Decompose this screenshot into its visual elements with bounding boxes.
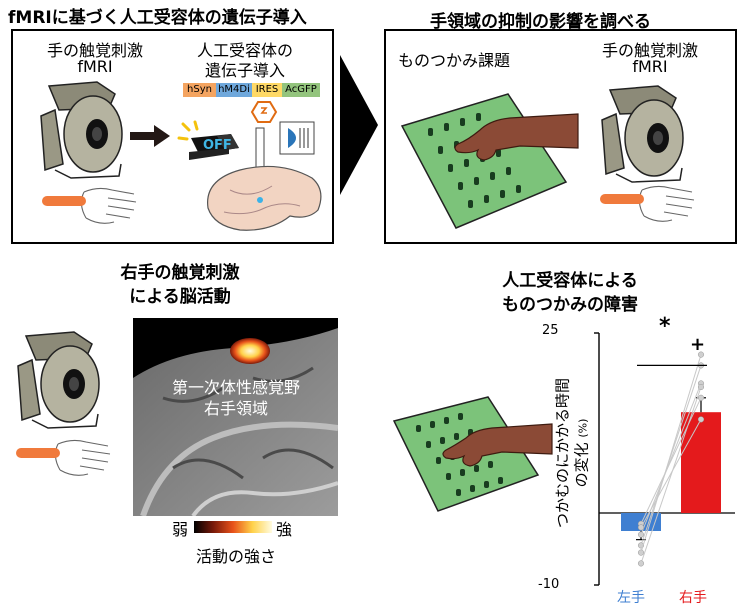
stim-b-label-line2: fMRI [632,57,668,76]
point-right-2 [697,394,705,401]
point-left-1 [637,531,645,538]
point-left-4 [637,560,645,567]
gene-ires: IRES [252,83,282,97]
y-tick-top: 25 [542,323,559,338]
brain-mri-slice-image [133,318,338,516]
mri-scanner-c-icon [17,331,100,429]
receptor-label-line1: 人工受容体の [196,41,293,60]
category-label-right: 右手 [679,590,707,606]
next-step-arrow-icon [340,55,378,195]
monkey-hand-icon [454,113,579,161]
paired-line-5 [640,419,702,528]
point-right-5 [697,416,705,423]
region-label-line2: 右手領域 [203,399,268,418]
panel-d-heading-line1: 人工受容体による [502,271,638,291]
point-right-3 [697,351,705,358]
gene-acgfp: AcGFP [282,83,320,97]
grasp-task-label: ものつかみ課題 [398,51,511,70]
paired-line-2 [640,397,702,525]
mri-scanner-b-icon [601,85,684,183]
right-arrow-icon [130,125,170,147]
scale-high-label: 強 [276,520,293,539]
off-switch-label: OFF [203,138,232,153]
hand-stimulus-c-icon [16,439,111,476]
paired-line-4 [640,386,702,564]
activity-color-scale [194,521,272,533]
scale-caption: 活動の強さ [195,547,276,566]
category-label-left: 左手 [617,590,645,606]
panel-c-heading-line2: による脳活動 [129,287,231,307]
stim-label-line1: 手の触覚刺激 [46,41,143,60]
paired-line-0 [640,365,702,546]
y-axis-unit: (%) [576,418,590,438]
gene-hsyn: hSyn [183,83,216,97]
point-left-3 [637,549,645,556]
panel-b-heading: 手領域の抑制の影響を調べる [430,12,651,32]
monkey-hand-d-icon [442,423,553,467]
panel-a-heading: fMRIに基づく人工受容体の遺伝子導入 [8,8,307,28]
monkey-brain-icon [207,165,322,231]
point-right-4 [697,383,705,391]
significance-marker: * [659,314,671,339]
point-left-5 [637,524,645,531]
y-axis-label-line2: の変化 [572,442,591,488]
panel-c-heading-line1: 右手の触覚刺激 [120,263,240,283]
plus-marker: + [690,334,706,355]
region-label-line1: 第一次体性感覚野 [171,378,300,397]
y-tick-bottom: -10 [538,577,560,592]
stim-label-line2: fMRI [77,57,113,76]
stim-b-label-line1: 手の触覚刺激 [601,41,698,60]
hand-stimulus-icon [42,187,137,224]
scale-low-label: 弱 [172,520,189,539]
grasp-time-bar-chart [594,332,735,586]
gene-hm4di: hM4Di [216,83,252,97]
receptor-label-line2: 遺伝子導入 [204,61,285,80]
y-axis-label-line1: つかむのにかかる時間 [553,377,572,529]
hand-stimulus-b-icon [600,185,695,222]
bar-right-hand [681,412,721,513]
paired-line-3 [640,354,702,553]
mri-scanner-icon [40,81,123,179]
off-switch-icon [177,120,239,160]
panel-d-heading-line2: ものつかみの障害 [502,295,638,315]
